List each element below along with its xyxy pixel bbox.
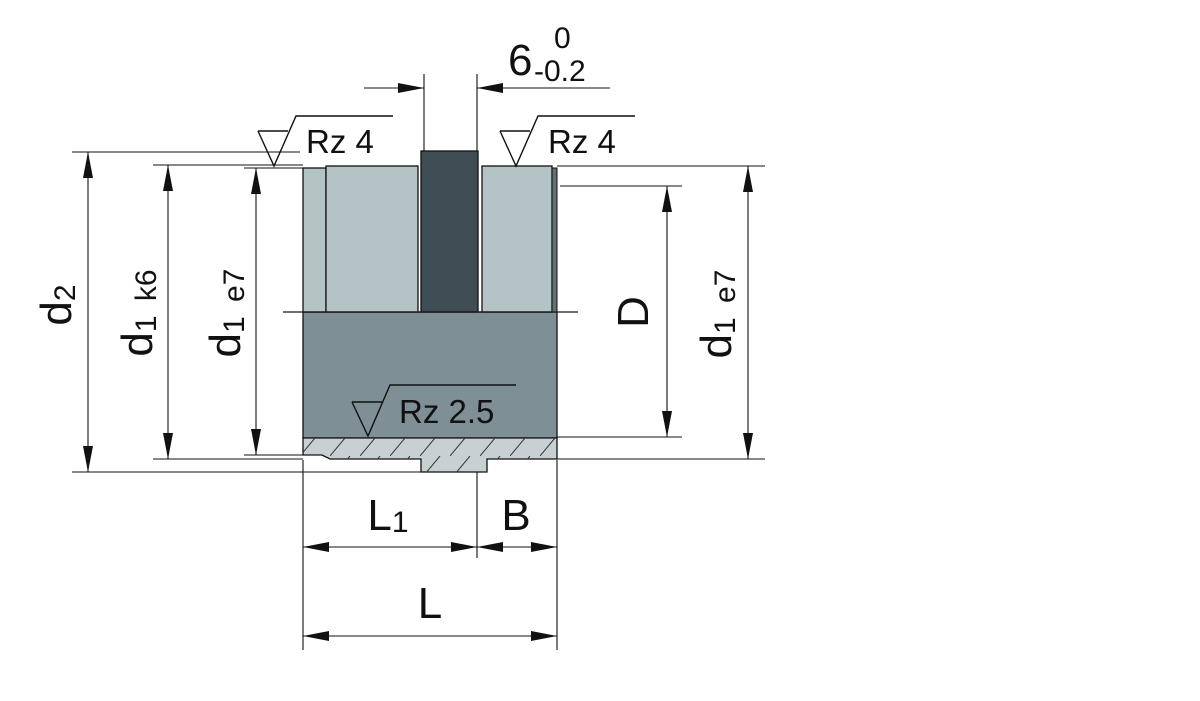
svg-text:d2: d2 [32,284,82,325]
label-L1-sub: 1 [392,506,409,539]
label-L: L [418,579,442,628]
slot-width-tolerance: 6 0 -0.2 [508,22,586,88]
part-body [283,150,578,473]
surface-finish-bottom: Rz 2.5 [351,384,516,438]
right-rim [551,167,558,313]
tolerance-nominal: 6 [508,36,532,85]
label-d1-e7-right-tol: e7 [709,270,742,303]
surface-finish-right: Rz 4 [499,115,635,168]
label-d1-e7-left: d1 e7 [201,269,251,358]
surface-finish-right-label: Rz 4 [548,123,616,160]
label-d1-e7-right: d1 e7 [692,270,742,359]
left-rim [302,167,327,313]
label-d2: d2 [32,284,82,325]
extension-lines [72,74,765,650]
label-d1-e7-right-sub: 1 [709,317,742,334]
dimension-lines [83,83,753,641]
label-d1-e7-left-main: d [201,333,250,357]
label-d2-main: d [32,301,81,325]
label-d2-sub: 2 [49,284,82,301]
center-slot [420,150,479,313]
surface-finish-bottom-label: Rz 2.5 [399,393,494,430]
surface-finish-left: Rz 4 [257,115,393,168]
base-hatch-lines [303,438,557,472]
label-D-main: D [609,296,658,328]
label-d1-k6-sub: 1 [130,315,163,332]
surface-finish-left-label: Rz 4 [306,123,374,160]
svg-text:d1 e7: d1 e7 [692,270,742,359]
label-d1-k6-main: d [113,332,162,356]
shell-section [302,311,558,439]
label-d1-k6-tol: k6 [130,269,163,301]
label-L1: L1 [367,491,408,540]
svg-text:d1 e7: d1 e7 [201,269,251,358]
label-d1-e7-left-tol: e7 [218,269,251,302]
label-B: B [501,491,530,540]
left-bushing [325,165,419,313]
label-d1-e7-right-main: d [692,334,741,358]
label-d1-e7-left-sub: 1 [218,316,251,333]
svg-text:d1 k6: d1 k6 [113,269,163,356]
svg-text:L1: L1 [367,491,408,540]
label-L1-main: L [367,491,391,540]
right-bushing [481,165,553,313]
label-D: D [609,296,658,328]
tolerance-lower: -0.2 [534,55,586,88]
label-d1-k6: d1 k6 [113,269,163,356]
tolerance-upper: 0 [554,22,571,55]
